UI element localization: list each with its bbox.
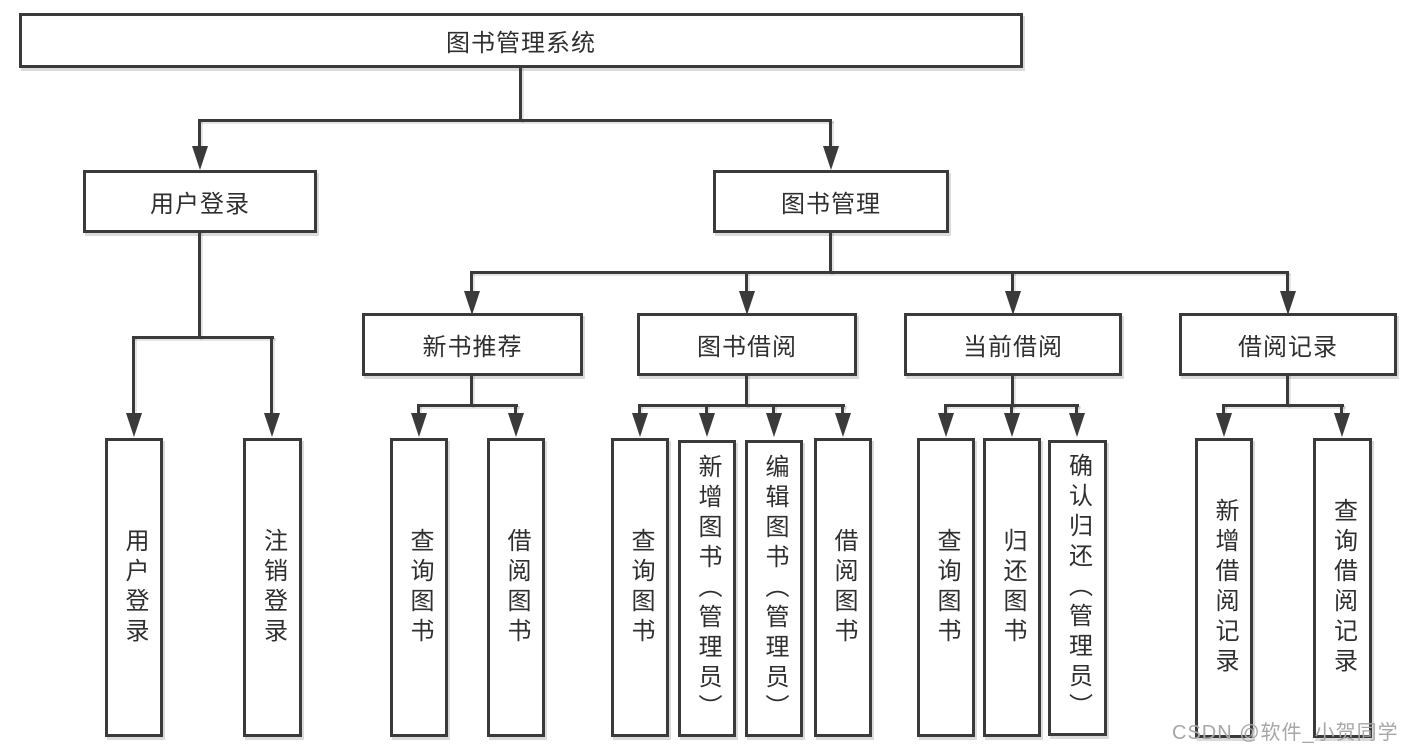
connector-line <box>1222 404 1344 407</box>
connector-line <box>198 119 201 148</box>
node-current-borrowing: 当前借阅 <box>904 313 1122 376</box>
connector-line <box>841 404 844 416</box>
connector-line <box>514 404 517 416</box>
connector-line <box>1075 404 1078 416</box>
connector-line <box>772 404 775 416</box>
leaf-cb-confirm-return-admin: 确认归还（管理员） <box>1048 440 1107 736</box>
leaf-nb-borrow-books: 借阅图书 <box>487 438 545 737</box>
node-book-borrowing: 图书借阅 <box>637 313 857 376</box>
leaf-bb-edit-books-admin: 编辑图书（管理员） <box>745 440 803 737</box>
connector-line <box>1286 271 1289 293</box>
connector-line <box>417 404 420 416</box>
connector-line <box>829 231 832 273</box>
leaf-bb-add-books-admin: 新增图书（管理员） <box>678 440 736 737</box>
arrowhead-down-icon <box>938 413 954 437</box>
connector-line <box>132 336 135 415</box>
connector-line <box>638 404 641 416</box>
connector-line <box>1011 374 1014 406</box>
connector-line <box>198 231 201 338</box>
arrowhead-down-icon <box>192 146 208 170</box>
connector-line <box>829 119 832 148</box>
arrowhead-down-icon <box>699 413 715 437</box>
connector-line <box>519 66 522 121</box>
arrowhead-down-icon <box>464 291 480 315</box>
connector-line <box>417 404 518 407</box>
csdn-watermark: CSDN @软件_小贺同学 <box>1172 722 1399 744</box>
connector-line <box>132 336 274 339</box>
arrowhead-down-icon <box>823 146 839 170</box>
arrowhead-down-icon <box>1069 413 1085 437</box>
leaf-bb-query-books: 查询图书 <box>611 438 669 737</box>
leaf-br-add-record: 新增借阅记录 <box>1195 438 1253 738</box>
leaf-nb-query-books: 查询图书 <box>390 438 448 737</box>
arrowhead-down-icon <box>411 413 427 437</box>
connector-line <box>1222 404 1225 416</box>
connector-line <box>705 404 708 416</box>
connector-line <box>745 271 748 293</box>
connector-line <box>199 119 832 122</box>
node-root-system: 图书管理系统 <box>19 13 1023 68</box>
connector-line <box>470 271 473 293</box>
node-book-management: 图书管理 <box>713 170 949 233</box>
connector-line <box>270 336 273 415</box>
arrowhead-down-icon <box>508 413 524 437</box>
connector-line <box>1010 404 1013 416</box>
arrowhead-down-icon <box>264 413 280 437</box>
leaf-cb-return-books: 归还图书 <box>983 438 1041 737</box>
connector-line <box>1286 374 1289 406</box>
node-user-login: 用户登录 <box>83 170 317 233</box>
connector-line <box>1011 271 1014 293</box>
connector-line <box>944 404 947 416</box>
connector-line <box>470 374 473 406</box>
arrowhead-down-icon <box>766 413 782 437</box>
node-new-book-recommend: 新书推荐 <box>362 313 583 376</box>
leaf-user-login: 用户登录 <box>105 438 163 737</box>
connector-line <box>470 271 1288 274</box>
arrowhead-down-icon <box>1334 413 1350 437</box>
arrowhead-down-icon <box>1216 413 1232 437</box>
arrowhead-down-icon <box>1004 413 1020 437</box>
connector-line <box>638 404 845 407</box>
arrowhead-down-icon <box>126 413 142 437</box>
arrowhead-down-icon <box>739 291 755 315</box>
connector-line <box>745 374 748 406</box>
leaf-logout: 注销登录 <box>243 438 302 737</box>
leaf-br-query-record: 查询借阅记录 <box>1313 438 1372 738</box>
arrowhead-down-icon <box>632 413 648 437</box>
connector-line <box>1340 404 1343 416</box>
node-borrowing-records: 借阅记录 <box>1179 313 1397 376</box>
leaf-bb-borrow-books: 借阅图书 <box>814 438 872 737</box>
arrowhead-down-icon <box>1280 291 1296 315</box>
arrowhead-down-icon <box>1005 291 1021 315</box>
leaf-cb-query-books: 查询图书 <box>917 438 975 737</box>
arrowhead-down-icon <box>835 413 851 437</box>
